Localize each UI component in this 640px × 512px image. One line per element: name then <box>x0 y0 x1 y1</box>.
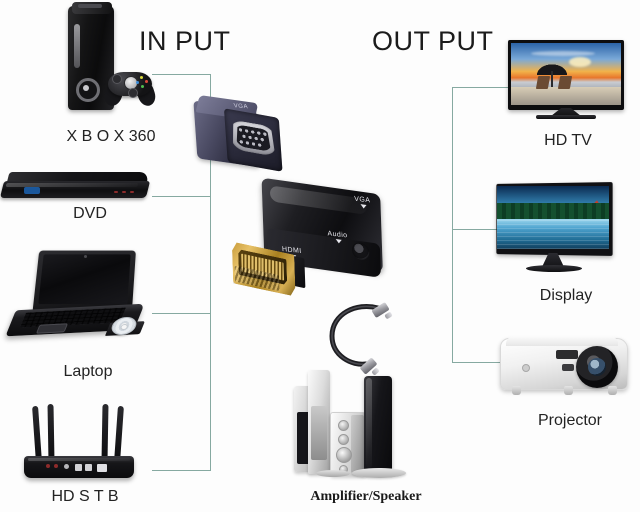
tv-stand-base <box>536 115 596 119</box>
console-top-bar <box>78 4 102 8</box>
output-label-hdtv: HD TV <box>544 132 592 149</box>
dvd-indicator-2 <box>122 191 126 193</box>
television-icon <box>508 40 624 125</box>
router-antenna-2 <box>47 403 55 463</box>
input-bracket-spine <box>210 74 211 471</box>
dvd-player-icon <box>0 170 154 204</box>
dvd-indicator-3 <box>130 191 134 193</box>
monitor-stand-neck <box>542 253 564 267</box>
router-antenna-3 <box>101 403 109 463</box>
router-port-4 <box>75 464 82 471</box>
speaker-tower-sheen <box>366 378 372 468</box>
tv-image-chair-left <box>535 76 551 89</box>
monitor-image-sky <box>497 186 609 208</box>
speaker-column <box>308 370 330 474</box>
router-icon <box>18 400 140 480</box>
output-bracket-spine <box>452 87 453 362</box>
projector-foot-2 <box>564 386 573 395</box>
input-branch-xbox <box>152 74 211 75</box>
projector-focus-knob <box>522 364 530 372</box>
gamepad-button-a <box>141 85 144 88</box>
game-console-icon <box>48 2 158 118</box>
tv-screen <box>511 43 621 105</box>
input-label-xbox: X B O X 360 <box>66 128 156 145</box>
console-power-ring <box>76 78 100 102</box>
router-port-5 <box>85 464 92 471</box>
output-branch-display <box>452 229 508 230</box>
output-label-display: Display <box>539 287 593 304</box>
speaker-tower-base <box>352 468 406 478</box>
projector-lens-glass <box>588 358 606 376</box>
tv-image-chair-right <box>557 76 573 89</box>
monitor-stand-base <box>526 265 582 272</box>
console-disc-slot <box>74 24 80 68</box>
tv-image-sun <box>569 57 591 67</box>
monitor-image-water <box>497 219 609 249</box>
router-port-1 <box>46 464 50 468</box>
speaker-column-grill <box>311 406 327 460</box>
input-section-title: IN PUT <box>139 26 231 56</box>
router-antenna-4 <box>114 405 124 463</box>
laptop-screen <box>38 254 131 305</box>
monitor-image-trees <box>497 203 609 219</box>
gamepad-button-y <box>140 76 143 79</box>
input-branch-dvd <box>152 196 211 197</box>
projector-icon <box>500 334 628 404</box>
output-label-projector: Projector <box>537 412 603 429</box>
input-branch-laptop <box>152 313 211 314</box>
output-branch-hdtv <box>452 87 508 88</box>
audio-branch-label: Amplifier/Speaker <box>310 489 422 504</box>
adapter-vga-arrow-icon <box>360 204 367 209</box>
projector-vent <box>556 350 578 359</box>
monitor-image-reflection <box>497 219 609 249</box>
tv-image-umbrella-pole <box>551 71 553 87</box>
amplifier-side-panel <box>351 415 364 473</box>
amplifier-volume-knob <box>336 447 352 463</box>
input-label-laptop: Laptop <box>63 363 113 380</box>
output-section-title: OUT PUT <box>372 26 494 56</box>
audio-cable-path <box>329 304 381 367</box>
adapter-audio-arrow-icon <box>335 238 342 244</box>
projector-top-panel <box>506 336 618 346</box>
speaker-column-base <box>316 470 350 477</box>
speaker-tower <box>364 376 392 470</box>
router-port-3 <box>64 464 69 469</box>
tv-image-umbrella <box>535 63 569 75</box>
amplifier-knob-2 <box>338 434 349 445</box>
vga-port-view-icon: VGA <box>193 95 284 179</box>
gamepad-button-x <box>136 81 139 84</box>
tv-stand-neck <box>551 108 581 116</box>
dvd-indicator-1 <box>114 191 118 193</box>
tv-image-cloud <box>531 51 595 56</box>
laptop-trackpad <box>35 323 69 334</box>
router-port-6 <box>97 464 107 472</box>
router-antenna-1 <box>32 405 42 463</box>
projector-foot-1 <box>512 386 521 395</box>
input-label-dvd: DVD <box>73 205 107 222</box>
gamepad-right-stick <box>128 88 138 98</box>
projector-foot-3 <box>608 386 617 395</box>
input-label-stb: HD S T B <box>51 488 119 505</box>
output-branch-projector <box>452 362 508 363</box>
vga-port-marking: VGA <box>233 103 249 111</box>
laptop-webcam-icon <box>84 255 87 258</box>
input-branch-stb <box>152 470 211 471</box>
gamepad-icon <box>102 64 158 109</box>
gamepad-button-b <box>145 80 148 83</box>
speaker-system-icon <box>286 368 446 484</box>
monitor-icon <box>494 182 614 279</box>
amplifier-unit <box>330 412 366 476</box>
audio-cable-icon <box>326 296 400 382</box>
projector-button <box>562 364 574 371</box>
router-port-2 <box>54 464 58 468</box>
gamepad-left-stick <box>112 74 122 84</box>
amplifier-knob-1 <box>338 420 349 431</box>
laptop-icon <box>5 250 145 350</box>
monitor-screen <box>497 186 609 249</box>
bluray-logo-icon <box>24 187 40 194</box>
tv-image-sand <box>511 87 621 105</box>
